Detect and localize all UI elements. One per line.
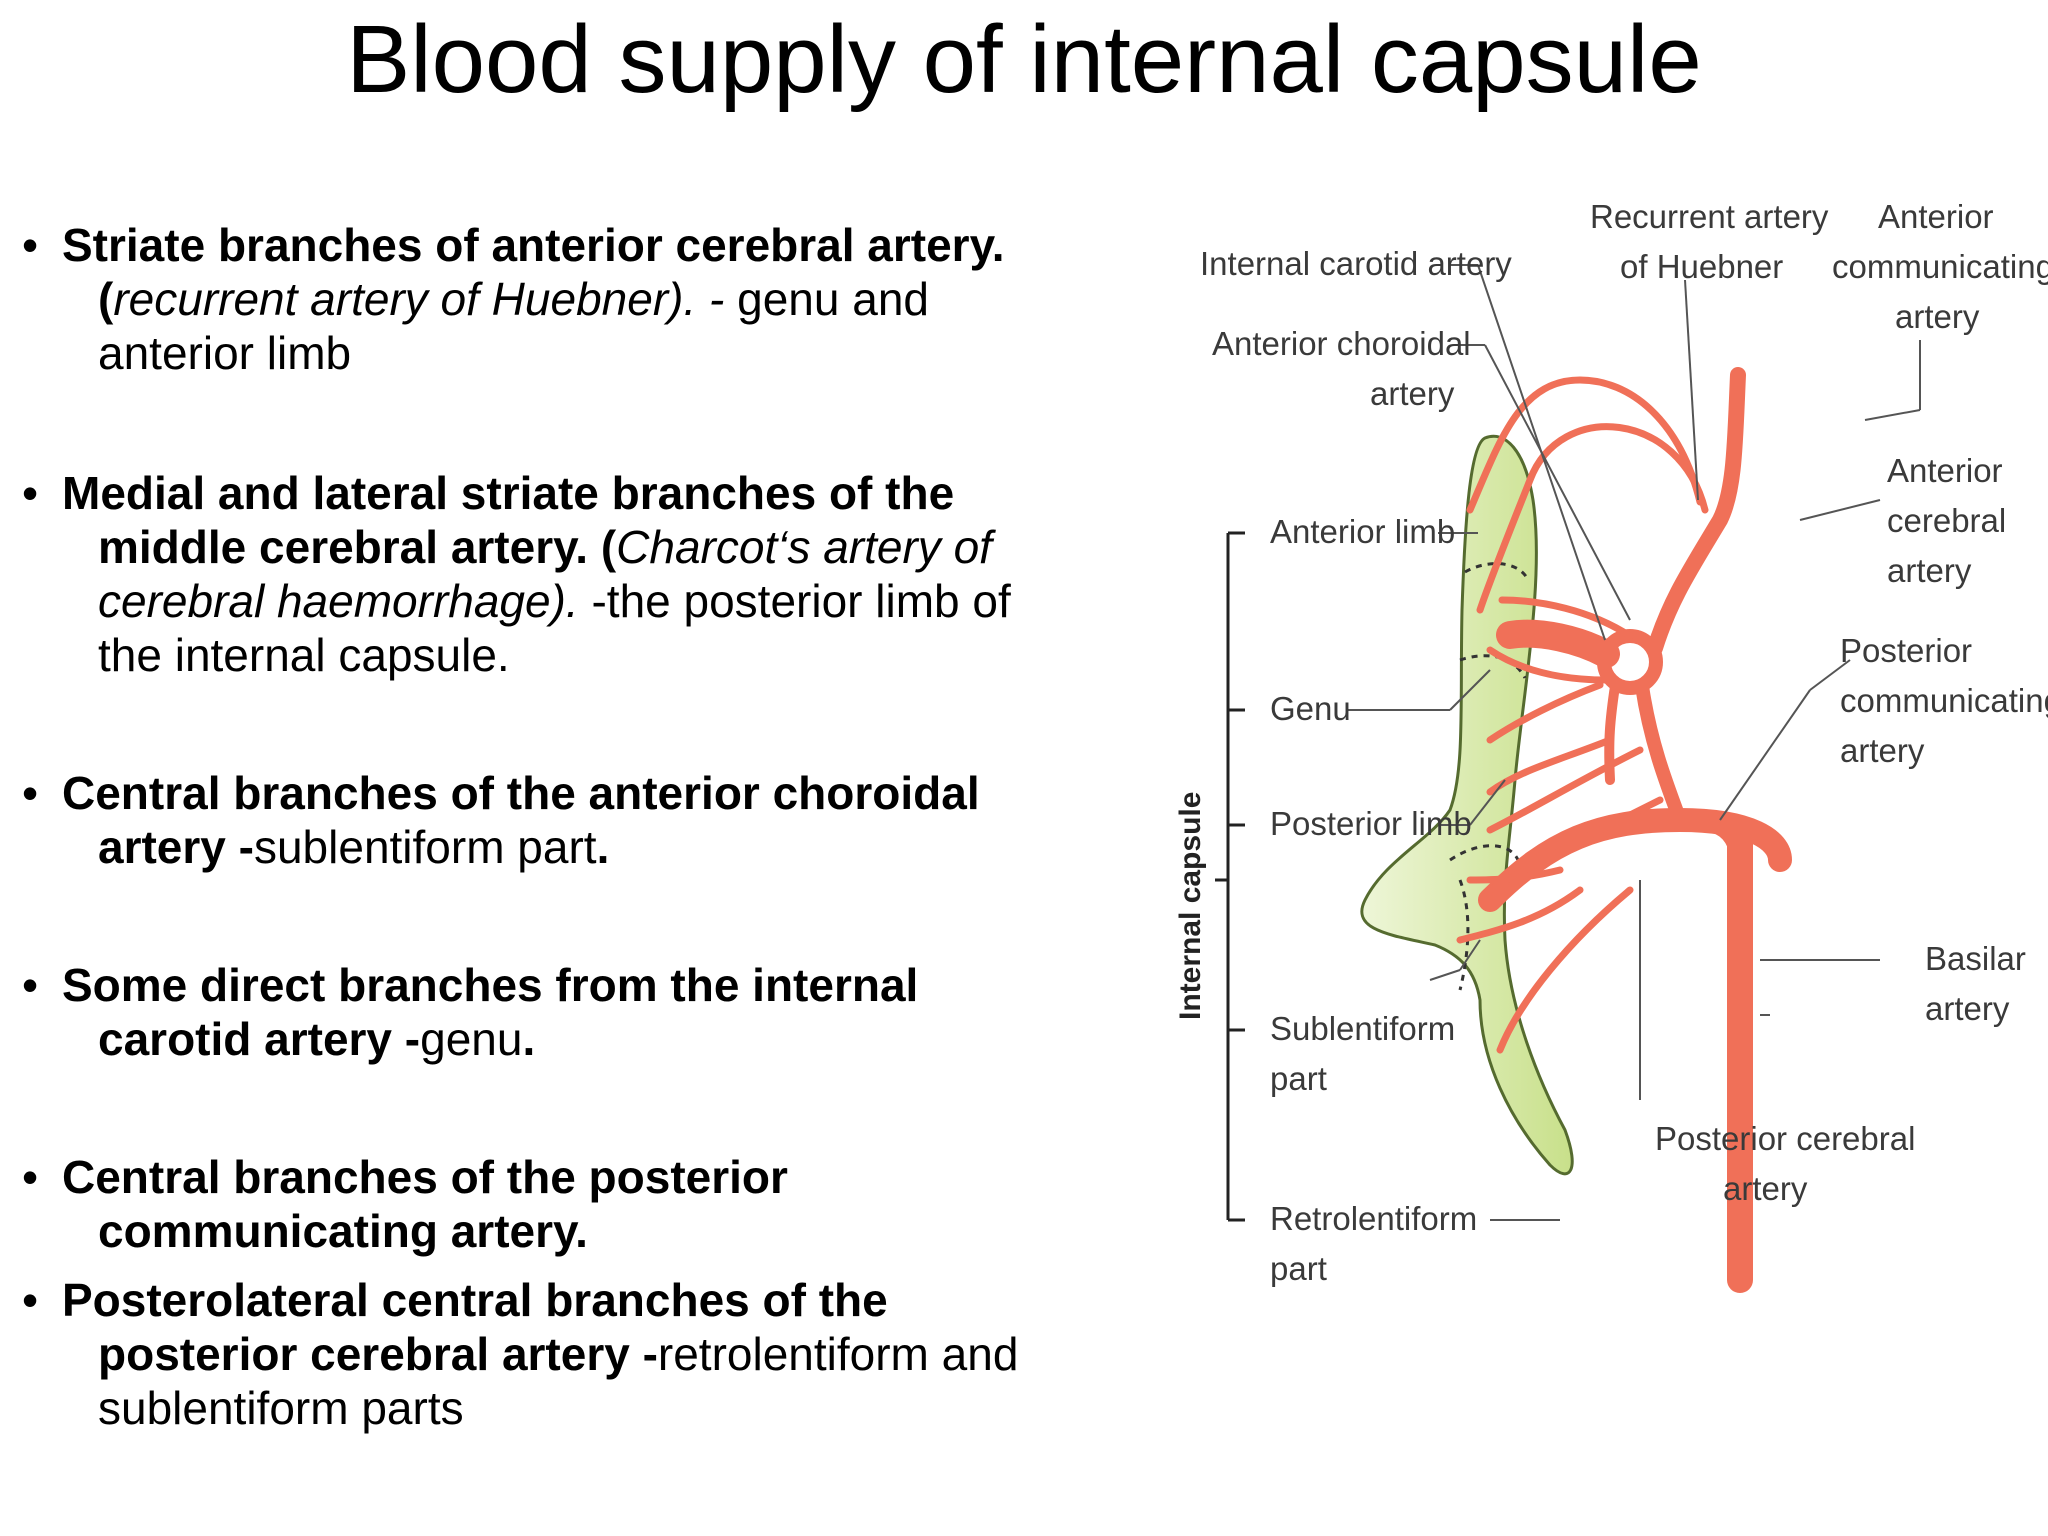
bullet-text-segment: genu and anterior limb bbox=[98, 273, 929, 379]
diagram-svg: Internal carotid artery Anterior choroid… bbox=[1174, 198, 2048, 1293]
striate-branch bbox=[1466, 866, 1564, 884]
striate-branch bbox=[1496, 886, 1634, 1054]
bullet-dot: • bbox=[22, 219, 39, 271]
bullet-text-segment: -the posterior limb of the internal caps… bbox=[98, 575, 1011, 681]
label-post-comm-1: Posterior bbox=[1840, 632, 1972, 669]
label-anterior-choroidal-1: Anterior choroidal bbox=[1212, 325, 1471, 362]
label-retrolentiform-2: part bbox=[1270, 1250, 1327, 1287]
label-post-comm-3: artery bbox=[1840, 732, 1925, 769]
bullet-text-segment: . bbox=[522, 1013, 536, 1065]
label-post-comm-2: communicating bbox=[1840, 682, 2048, 719]
division-line-sub-retro bbox=[1458, 879, 1470, 991]
label-basilar-1: Basilar bbox=[1925, 940, 2026, 977]
label-genu: Genu bbox=[1270, 690, 1351, 727]
bullet-dot: • bbox=[22, 959, 39, 1011]
label-ant-comm-3: artery bbox=[1895, 298, 1980, 335]
label-ant-comm-2: communicating bbox=[1832, 248, 2048, 285]
label-ant-cerebral-3: artery bbox=[1887, 552, 1972, 589]
bullet-item: • Striate branches of anterior cerebral a… bbox=[22, 218, 1072, 380]
label-retrolentiform-1: Retrolentiform bbox=[1270, 1200, 1477, 1237]
slide-title: Blood supply of internal capsule bbox=[346, 6, 1702, 113]
bullet-text-segment: . bbox=[596, 821, 610, 873]
bullet-text-segment: Medial and lateral striate branches of t… bbox=[62, 467, 955, 573]
bullet-item: • Central branches of the anterior choroi… bbox=[22, 766, 1072, 874]
bullet-text-segment: genu bbox=[420, 1013, 523, 1065]
label-post-cerebral-2: artery bbox=[1723, 1170, 1808, 1207]
bullet-item: • Central branches of the posterior commu… bbox=[22, 1150, 1072, 1258]
striate-branch bbox=[1456, 886, 1584, 944]
internal-capsule-bracket bbox=[1215, 531, 1245, 1222]
bullet-text-segment: Some direct branches from the internal c… bbox=[62, 959, 919, 1065]
bullet-text-segment: Striate branches of anterior cerebral ar… bbox=[62, 219, 1005, 325]
bullet-text-segment: retrolentiform and sublentiform parts bbox=[98, 1328, 1019, 1434]
label-sublentiform-2: part bbox=[1270, 1060, 1327, 1097]
internal-carotid-artery bbox=[1496, 619, 1620, 668]
leader-lines bbox=[1348, 264, 1921, 1221]
label-basilar-2: artery bbox=[1925, 990, 2010, 1027]
label-ant-cerebral-2: cerebral bbox=[1887, 502, 2006, 539]
basilar-left-fork bbox=[1689, 809, 1751, 861]
bullet-dot: • bbox=[22, 467, 39, 519]
bullet-text-segment: recurrent artery of Huebner). - bbox=[113, 273, 725, 325]
label-ant-comm-1: Anterior bbox=[1878, 198, 1994, 235]
division-line-ant-genu bbox=[1464, 562, 1530, 581]
label-sublentiform-1: Sublentiform bbox=[1270, 1010, 1455, 1047]
bullet-text-segment: sublentiform part bbox=[253, 821, 597, 873]
internal-capsule-diagram: Internal carotid artery Anterior choroid… bbox=[1160, 180, 2048, 1320]
label-anterior-choroidal-2: artery bbox=[1370, 375, 1455, 412]
bullet-text-segment: Posterolateral central branches of the p… bbox=[62, 1274, 888, 1380]
posterior-communicating-artery bbox=[1635, 679, 1687, 827]
label-internal-carotid: Internal carotid artery bbox=[1200, 245, 1512, 282]
striate-branch bbox=[1486, 646, 1610, 684]
bullet-text-segment: Central branches of the posterior commun… bbox=[62, 1151, 788, 1257]
bullet-item: • Medial and lateral striate branches of … bbox=[22, 466, 1072, 682]
bullet-text-segment: Charcot‘s artery of cerebral haemorrhage… bbox=[98, 521, 992, 627]
label-anterior-limb: Anterior limb bbox=[1270, 513, 1455, 550]
bullet-dot: • bbox=[22, 767, 39, 819]
label-post-cerebral-1: Posterior cerebral bbox=[1655, 1120, 1915, 1157]
bullet-item: • Posterolateral central branches of the … bbox=[22, 1273, 1072, 1435]
bullet-dot: • bbox=[22, 1151, 39, 1203]
label-recurrent-1: Recurrent artery bbox=[1590, 198, 1829, 235]
bullet-item: • Some direct branches from the internal … bbox=[22, 958, 1072, 1066]
artery-group bbox=[1456, 367, 1792, 1293]
label-recurrent-2: of Huebner bbox=[1620, 248, 1783, 285]
striate-branch bbox=[1486, 746, 1644, 834]
striate-branch bbox=[1498, 596, 1634, 640]
anterior-cerebral-artery bbox=[1647, 367, 1746, 656]
label-ant-cerebral-1: Anterior bbox=[1887, 452, 2003, 489]
recurrent-artery-huebner bbox=[1466, 376, 1704, 514]
striate-branch bbox=[1486, 681, 1604, 744]
label-posterior-limb: Posterior limb bbox=[1270, 805, 1472, 842]
bullet-text-segment: Central branches of the anterior choroid… bbox=[62, 767, 980, 873]
bullet-dot: • bbox=[22, 1274, 39, 1326]
label-internal-capsule: Internal capsule bbox=[1174, 792, 1207, 1020]
